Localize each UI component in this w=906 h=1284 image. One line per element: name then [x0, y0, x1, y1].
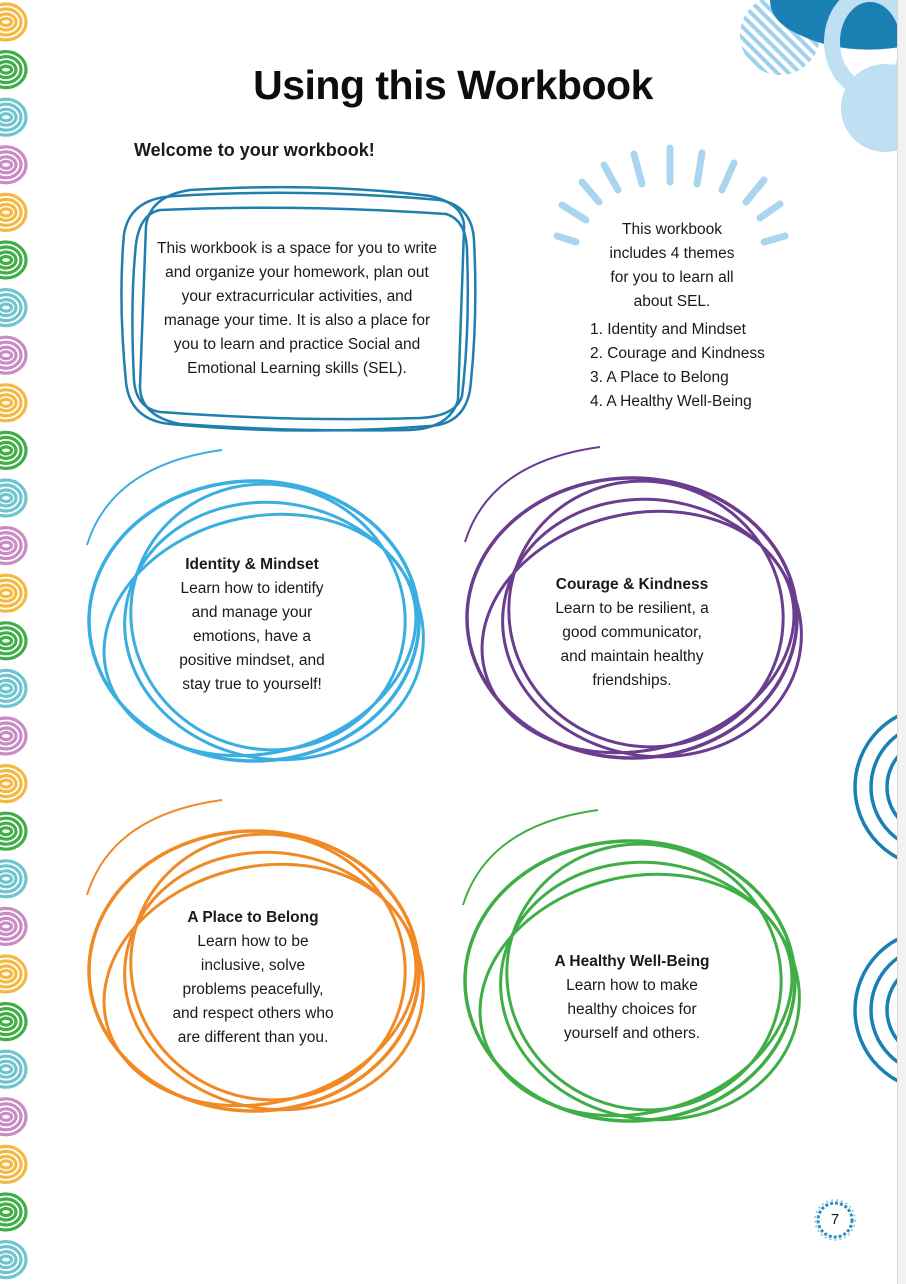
card-courage-kindness: Courage & Kindness Learn to be resilient…: [522, 573, 742, 693]
page-number: 7: [830, 1211, 840, 1228]
spiral-ring: [0, 668, 28, 708]
intro-line: manage your time. It is also a place for: [163, 312, 431, 329]
scribble-tail: [86, 799, 223, 896]
scribble-tail: [86, 449, 223, 546]
themes-intro-line: includes 4 themes: [609, 245, 735, 262]
card-line: Learn how to be: [197, 933, 309, 950]
spiral-ring: [0, 288, 28, 328]
spiral-ring: [0, 383, 28, 423]
card-line: Learn how to identify: [180, 580, 324, 597]
card-line: healthy choices for: [567, 1001, 697, 1018]
card-line: friendships.: [592, 672, 672, 689]
page-edge: [897, 0, 906, 1284]
spiral-ring: [0, 859, 28, 899]
card-line: Learn to be resilient, a: [555, 600, 709, 617]
card-place-to-belong: A Place to Belong Learn how to be inclus…: [143, 906, 363, 1050]
card-line: and respect others who: [172, 1005, 334, 1022]
card-line: problems peacefully,: [182, 981, 324, 998]
spiral-ring: [0, 192, 28, 232]
card-line: and manage your: [191, 604, 313, 621]
themes-intro: This workbook includes 4 themes for you …: [560, 218, 784, 314]
themes-intro-line: for you to learn all: [610, 269, 734, 286]
card-line: good communicator,: [562, 624, 702, 641]
themes-list-item: 3. A Place to Belong: [590, 369, 729, 386]
spiral-ring: [0, 716, 28, 756]
themes-intro-line: about SEL.: [633, 293, 711, 310]
spiral-ring: [0, 1240, 28, 1280]
scribble-tail: [464, 446, 601, 543]
card-line: positive mindset, and: [179, 652, 325, 669]
spiral-ring: [0, 1144, 28, 1184]
spiral-ring: [0, 240, 28, 280]
spiral-ring: [0, 1002, 28, 1042]
welcome-heading: Welcome to your workbook!: [134, 140, 375, 160]
card-line: and maintain healthy: [560, 648, 704, 665]
themes-list-item: 1. Identity and Mindset: [590, 321, 746, 338]
card-identity-mindset: Identity & Mindset Learn how to identify…: [152, 553, 352, 697]
spiral-ring: [0, 526, 28, 566]
themes-list: 1. Identity and Mindset 2. Courage and K…: [560, 318, 790, 414]
themes-box: This workbook includes 4 themes for you …: [560, 218, 790, 414]
themes-list-item: 2. Courage and Kindness: [590, 345, 765, 362]
spiral-ring: [0, 1192, 28, 1232]
card-line: Learn how to make: [566, 977, 698, 994]
themes-list-item: 4. A Healthy Well-Being: [590, 393, 752, 410]
card-line: inclusive, solve: [200, 957, 306, 974]
spiral-ring: [0, 811, 28, 851]
intro-line: and organize your homework, plan out: [165, 264, 429, 281]
spiral-ring: [0, 906, 28, 946]
spiral-ring: [0, 954, 28, 994]
spiral-ring: [0, 145, 28, 185]
spiral-ring: [0, 1097, 28, 1137]
card-healthy-well-being: A Healthy Well-Being Learn how to make h…: [522, 950, 742, 1046]
intro-line: Emotional Learning skills (SEL).: [187, 360, 407, 377]
card-line: are different than you.: [177, 1029, 329, 1046]
spiral-ring: [0, 621, 28, 661]
intro-line: This workbook is a space for you to writ…: [157, 240, 437, 257]
page-title: Using this Workbook: [253, 62, 653, 108]
spiral-ring: [0, 2, 28, 42]
card-heading: A Healthy Well-Being: [554, 953, 710, 970]
spiral-ring: [0, 573, 28, 613]
spiral-ring: [0, 335, 28, 375]
spiral-ring: [0, 764, 28, 804]
spiral-ring: [0, 430, 28, 470]
intro-line: your extracurricular activities, and: [181, 288, 413, 305]
spiral-ring: [0, 1049, 28, 1089]
intro-text: This workbook is a space for you to writ…: [150, 237, 444, 381]
card-heading: Courage & Kindness: [555, 576, 709, 593]
card-line: stay true to yourself!: [182, 676, 322, 693]
card-line: emotions, have a: [192, 628, 312, 645]
card-heading: A Place to Belong: [187, 909, 319, 926]
card-line: yourself and others.: [563, 1025, 701, 1042]
scribble-tail: [462, 809, 599, 906]
intro-line: you to learn and practice Social and: [173, 336, 421, 353]
themes-intro-line: This workbook: [622, 221, 722, 238]
spiral-ring: [0, 478, 28, 518]
card-heading: Identity & Mindset: [185, 556, 319, 573]
